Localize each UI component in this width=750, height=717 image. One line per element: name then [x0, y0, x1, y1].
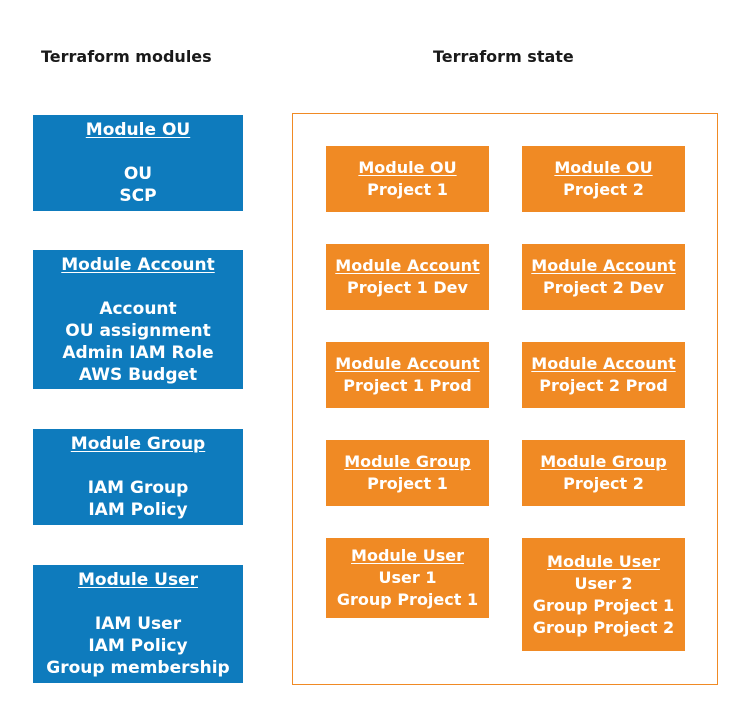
state-heading: Terraform state — [433, 47, 574, 66]
module-ou-box: Module OU OU SCP — [33, 115, 243, 211]
module-item: AWS Budget — [78, 364, 198, 385]
state-item: Group Project 1 — [532, 595, 675, 615]
state-item: Project 1 Dev — [347, 278, 468, 297]
state-item: Project 1 — [367, 474, 448, 493]
state-item: User 1 — [378, 568, 437, 587]
module-account-box: Module Account Account OU assignment Adm… — [33, 250, 243, 389]
module-item: IAM User — [94, 614, 182, 634]
state-ou-project-2: Module OU Project 2 — [522, 146, 685, 212]
module-item: SCP — [119, 186, 157, 206]
state-item: Project 2 — [563, 180, 644, 199]
module-title: Module Account — [61, 254, 215, 275]
state-item: Project 2 Dev — [543, 278, 664, 297]
state-title: Module Account — [531, 354, 676, 373]
state-title: Module Group — [540, 452, 667, 471]
state-title: Module User — [547, 551, 660, 571]
state-title: Module Account — [335, 354, 480, 373]
module-item: Group membership — [46, 658, 230, 678]
state-item: Project 2 Prod — [539, 376, 668, 395]
state-title: Module Account — [335, 256, 480, 275]
module-title: Module OU — [85, 120, 191, 140]
state-item: Group Project 1 — [336, 590, 479, 609]
module-title: Module User — [78, 570, 198, 590]
module-item: Account — [99, 298, 177, 319]
state-item: Project 1 Prod — [343, 376, 472, 395]
module-item: IAM Policy — [88, 636, 188, 656]
state-group-project-2: Module Group Project 2 — [522, 440, 685, 506]
state-item: Project 2 — [563, 474, 644, 493]
modules-heading: Terraform modules — [41, 47, 212, 66]
state-group-project-1: Module Group Project 1 — [326, 440, 489, 506]
state-account-project-1-dev: Module Account Project 1 Dev — [326, 244, 489, 310]
state-user-1: Module User User 1 Group Project 1 — [326, 538, 489, 618]
state-item: Group Project 2 — [532, 617, 675, 637]
module-user-box: Module User IAM User IAM Policy Group me… — [33, 565, 243, 683]
module-item: OU — [123, 164, 153, 184]
state-title: Module User — [351, 546, 464, 565]
state-account-project-1-prod: Module Account Project 1 Prod — [326, 342, 489, 408]
state-user-2: Module User User 2 Group Project 1 Group… — [522, 538, 685, 651]
state-account-project-2-prod: Module Account Project 2 Prod — [522, 342, 685, 408]
module-item: IAM Group — [87, 478, 189, 498]
state-ou-project-1: Module OU Project 1 — [326, 146, 489, 212]
state-title: Module OU — [554, 158, 653, 177]
module-item: OU assignment — [65, 320, 211, 341]
state-title: Module Group — [344, 452, 471, 471]
module-item: IAM Policy — [88, 500, 188, 520]
module-title: Module Group — [70, 434, 206, 454]
state-item: Project 1 — [367, 180, 448, 199]
state-container — [292, 113, 718, 685]
state-account-project-2-dev: Module Account Project 2 Dev — [522, 244, 685, 310]
module-group-box: Module Group IAM Group IAM Policy — [33, 429, 243, 525]
module-item: Admin IAM Role — [62, 342, 214, 363]
state-title: Module OU — [358, 158, 457, 177]
state-title: Module Account — [531, 256, 676, 275]
state-item: User 2 — [574, 573, 633, 593]
